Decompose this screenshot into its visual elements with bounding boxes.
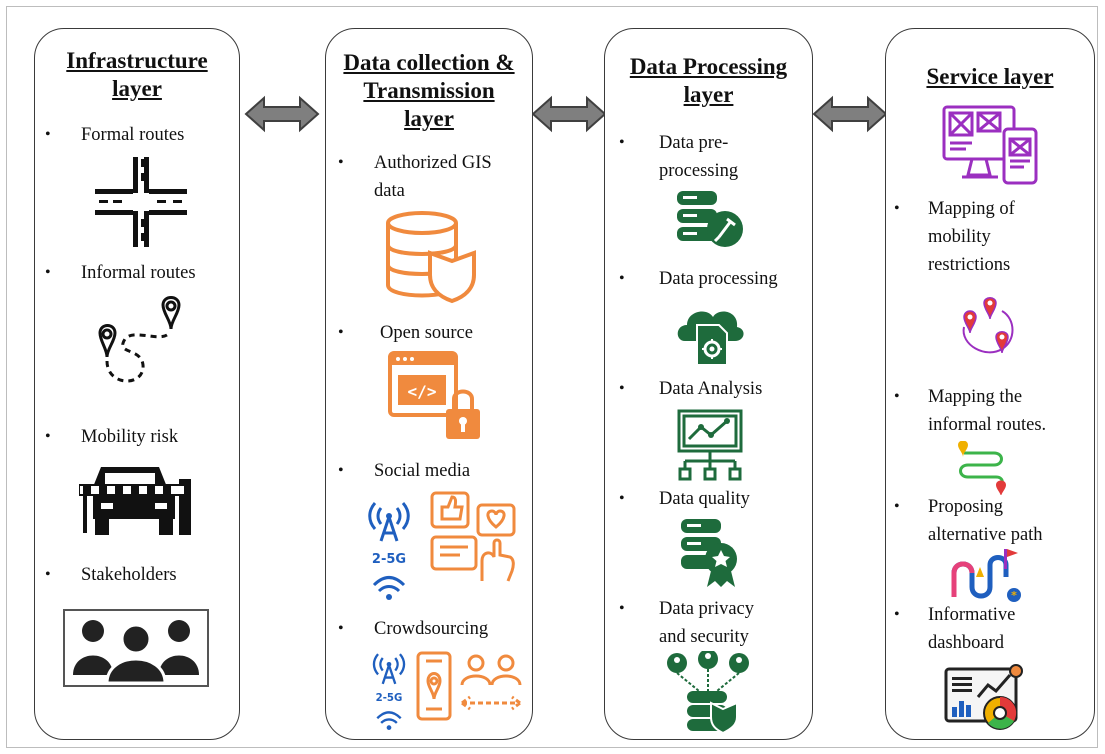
item-informal-routes: Informal routes <box>81 263 196 283</box>
database-award-icon <box>681 519 737 587</box>
item-data-preprocessing: Data pre-processing <box>659 133 739 181</box>
item-data-analysis: Data Analysis <box>659 379 763 399</box>
winding-route-icon <box>958 441 1006 495</box>
item-open-source: Open source <box>380 323 473 343</box>
road-barrier-car-icon <box>79 467 191 535</box>
svg-text:</>: </> <box>408 382 437 401</box>
item-formal-routes: Formal routes <box>81 125 185 145</box>
code-window-lock-icon: </> <box>388 351 480 439</box>
bidirectional-arrow-2 <box>531 95 607 133</box>
map-pins-icon <box>962 297 1014 354</box>
svg-text:*: * <box>1011 589 1017 602</box>
responsive-devices-icon <box>942 105 1038 185</box>
bidirectional-arrow-1 <box>244 95 320 133</box>
route-pins-icon <box>98 296 181 383</box>
cloud-document-gear-icon <box>677 311 744 366</box>
figure-frame <box>6 6 1098 748</box>
svg-text:2-5G: 2-5G <box>376 693 403 704</box>
network-signal-icon: 2-5G <box>368 502 410 600</box>
dashboard-charts-icon <box>944 664 1023 730</box>
monitor-network-icon <box>677 409 743 481</box>
social-likes-icon <box>430 491 516 582</box>
crossroad-icon <box>95 157 187 247</box>
users-database-shield-icon <box>667 651 749 735</box>
item-social-media: Social media <box>374 461 471 481</box>
bidirectional-arrow-3 <box>812 95 888 133</box>
item-stakeholders: Stakeholders <box>81 565 177 585</box>
network-signal-icon-2: 2-5G <box>372 653 406 730</box>
item-mobility-risk: Mobility risk <box>81 427 179 447</box>
svg-text:2-5G: 2-5G <box>372 552 406 567</box>
item-data-quality: Data quality <box>659 489 750 509</box>
alternative-path-icon: * <box>951 549 1021 602</box>
item-data-processing: Data processing <box>659 269 778 289</box>
crowdsourcing-phone-icon <box>416 651 522 721</box>
item-crowdsourcing: Crowdsourcing <box>374 619 489 639</box>
service-layer-title: Service layer <box>926 64 1054 89</box>
people-group-icon <box>63 609 209 687</box>
database-shield-icon <box>386 211 476 304</box>
database-clean-icon <box>677 191 743 247</box>
